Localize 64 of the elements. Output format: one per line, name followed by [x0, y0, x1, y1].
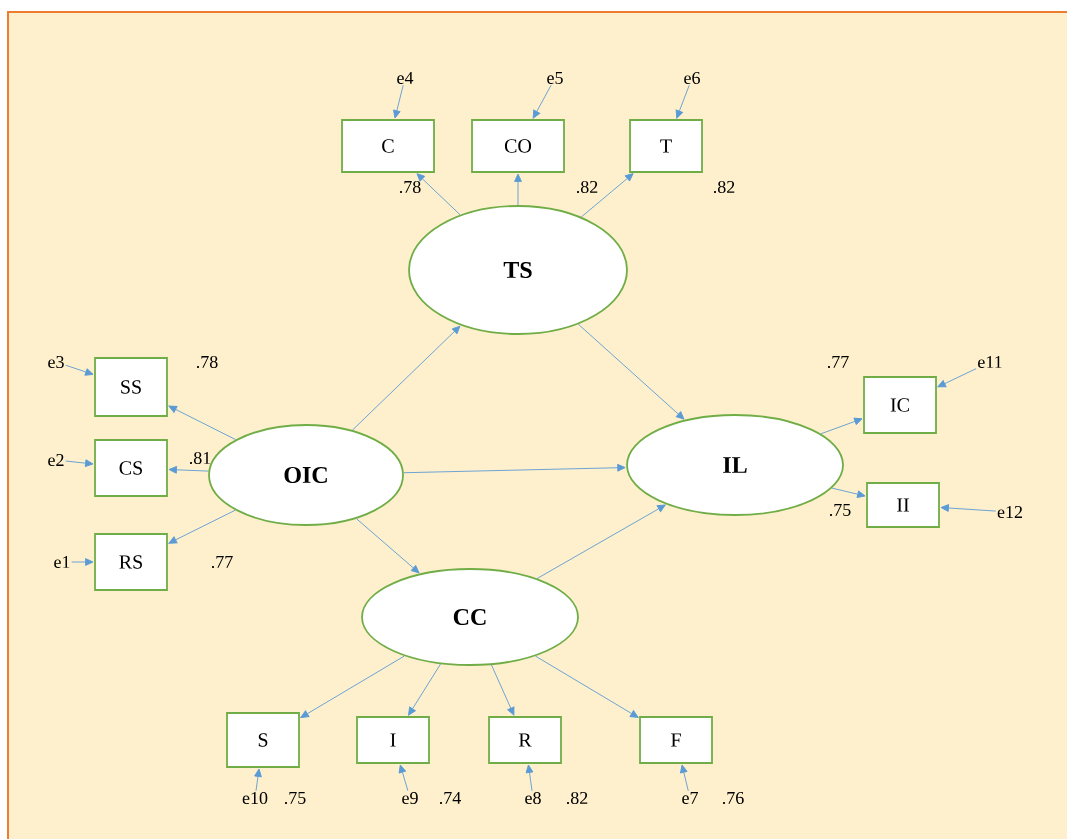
arrow: [168, 465, 209, 474]
arrow: [675, 84, 690, 119]
indicator-box: IC: [863, 376, 937, 434]
loading-value: .78: [399, 180, 421, 194]
arrow: [940, 504, 997, 512]
loading-value: .76: [722, 791, 744, 805]
loading-value: .77: [211, 556, 233, 569]
loading-value: .81: [189, 451, 211, 465]
error-label: e9: [402, 791, 418, 805]
error-label: e6: [684, 71, 700, 85]
arrow: [416, 173, 461, 216]
indicator-box: S: [226, 712, 300, 768]
indicator-box: T: [629, 119, 703, 173]
arrow: [535, 655, 639, 718]
arrow: [65, 364, 94, 376]
loading-value: .77: [827, 356, 849, 368]
indicator-box: CS: [94, 439, 168, 497]
indicator-box: CO: [471, 119, 565, 173]
error-label: e7: [682, 792, 698, 804]
arrow: [536, 504, 666, 579]
arrow: [351, 325, 461, 431]
indicator-box: C: [341, 119, 435, 173]
arrow: [393, 84, 404, 119]
error-label: e5: [547, 72, 563, 84]
loading-value: .82: [566, 791, 588, 805]
arrow: [525, 764, 534, 792]
arrow: [514, 173, 522, 206]
arrow: [408, 663, 441, 716]
arrow: [680, 764, 689, 792]
indicator-box: R: [488, 716, 562, 764]
loading-value: .82: [713, 180, 735, 194]
arrow: [254, 768, 262, 792]
arrow: [355, 518, 420, 574]
indicator-box: RS: [94, 533, 168, 591]
arrow: [403, 463, 626, 474]
arrow: [580, 173, 634, 218]
loading-value: .74: [439, 791, 461, 805]
arrow: [65, 459, 94, 467]
error-label: e2: [48, 453, 64, 467]
arrow: [398, 764, 409, 792]
arrow: [820, 417, 863, 435]
arrow: [491, 664, 515, 716]
error-label: e11: [978, 355, 1002, 369]
loading-value: .75: [284, 792, 306, 805]
indicator-box: SS: [94, 357, 168, 417]
arrow: [577, 323, 685, 420]
arrow: [300, 655, 405, 718]
error-label: e8: [525, 791, 541, 805]
arrow: [831, 487, 866, 498]
loading-value: .78: [196, 355, 218, 369]
arrow: [168, 405, 237, 441]
arrow: [532, 84, 552, 119]
error-label: e3: [48, 355, 64, 369]
arrow: [937, 368, 977, 388]
arrow: [71, 558, 94, 566]
indicator-box: II: [866, 482, 940, 528]
error-label: e10: [242, 791, 268, 805]
error-label: e4: [397, 72, 414, 84]
error-label: e1: [54, 555, 70, 569]
indicator-box: F: [639, 716, 713, 764]
indicator-box: I: [356, 716, 430, 764]
error-label: e12: [997, 505, 1022, 519]
loading-value: .82: [576, 180, 598, 194]
arrow: [168, 509, 236, 544]
